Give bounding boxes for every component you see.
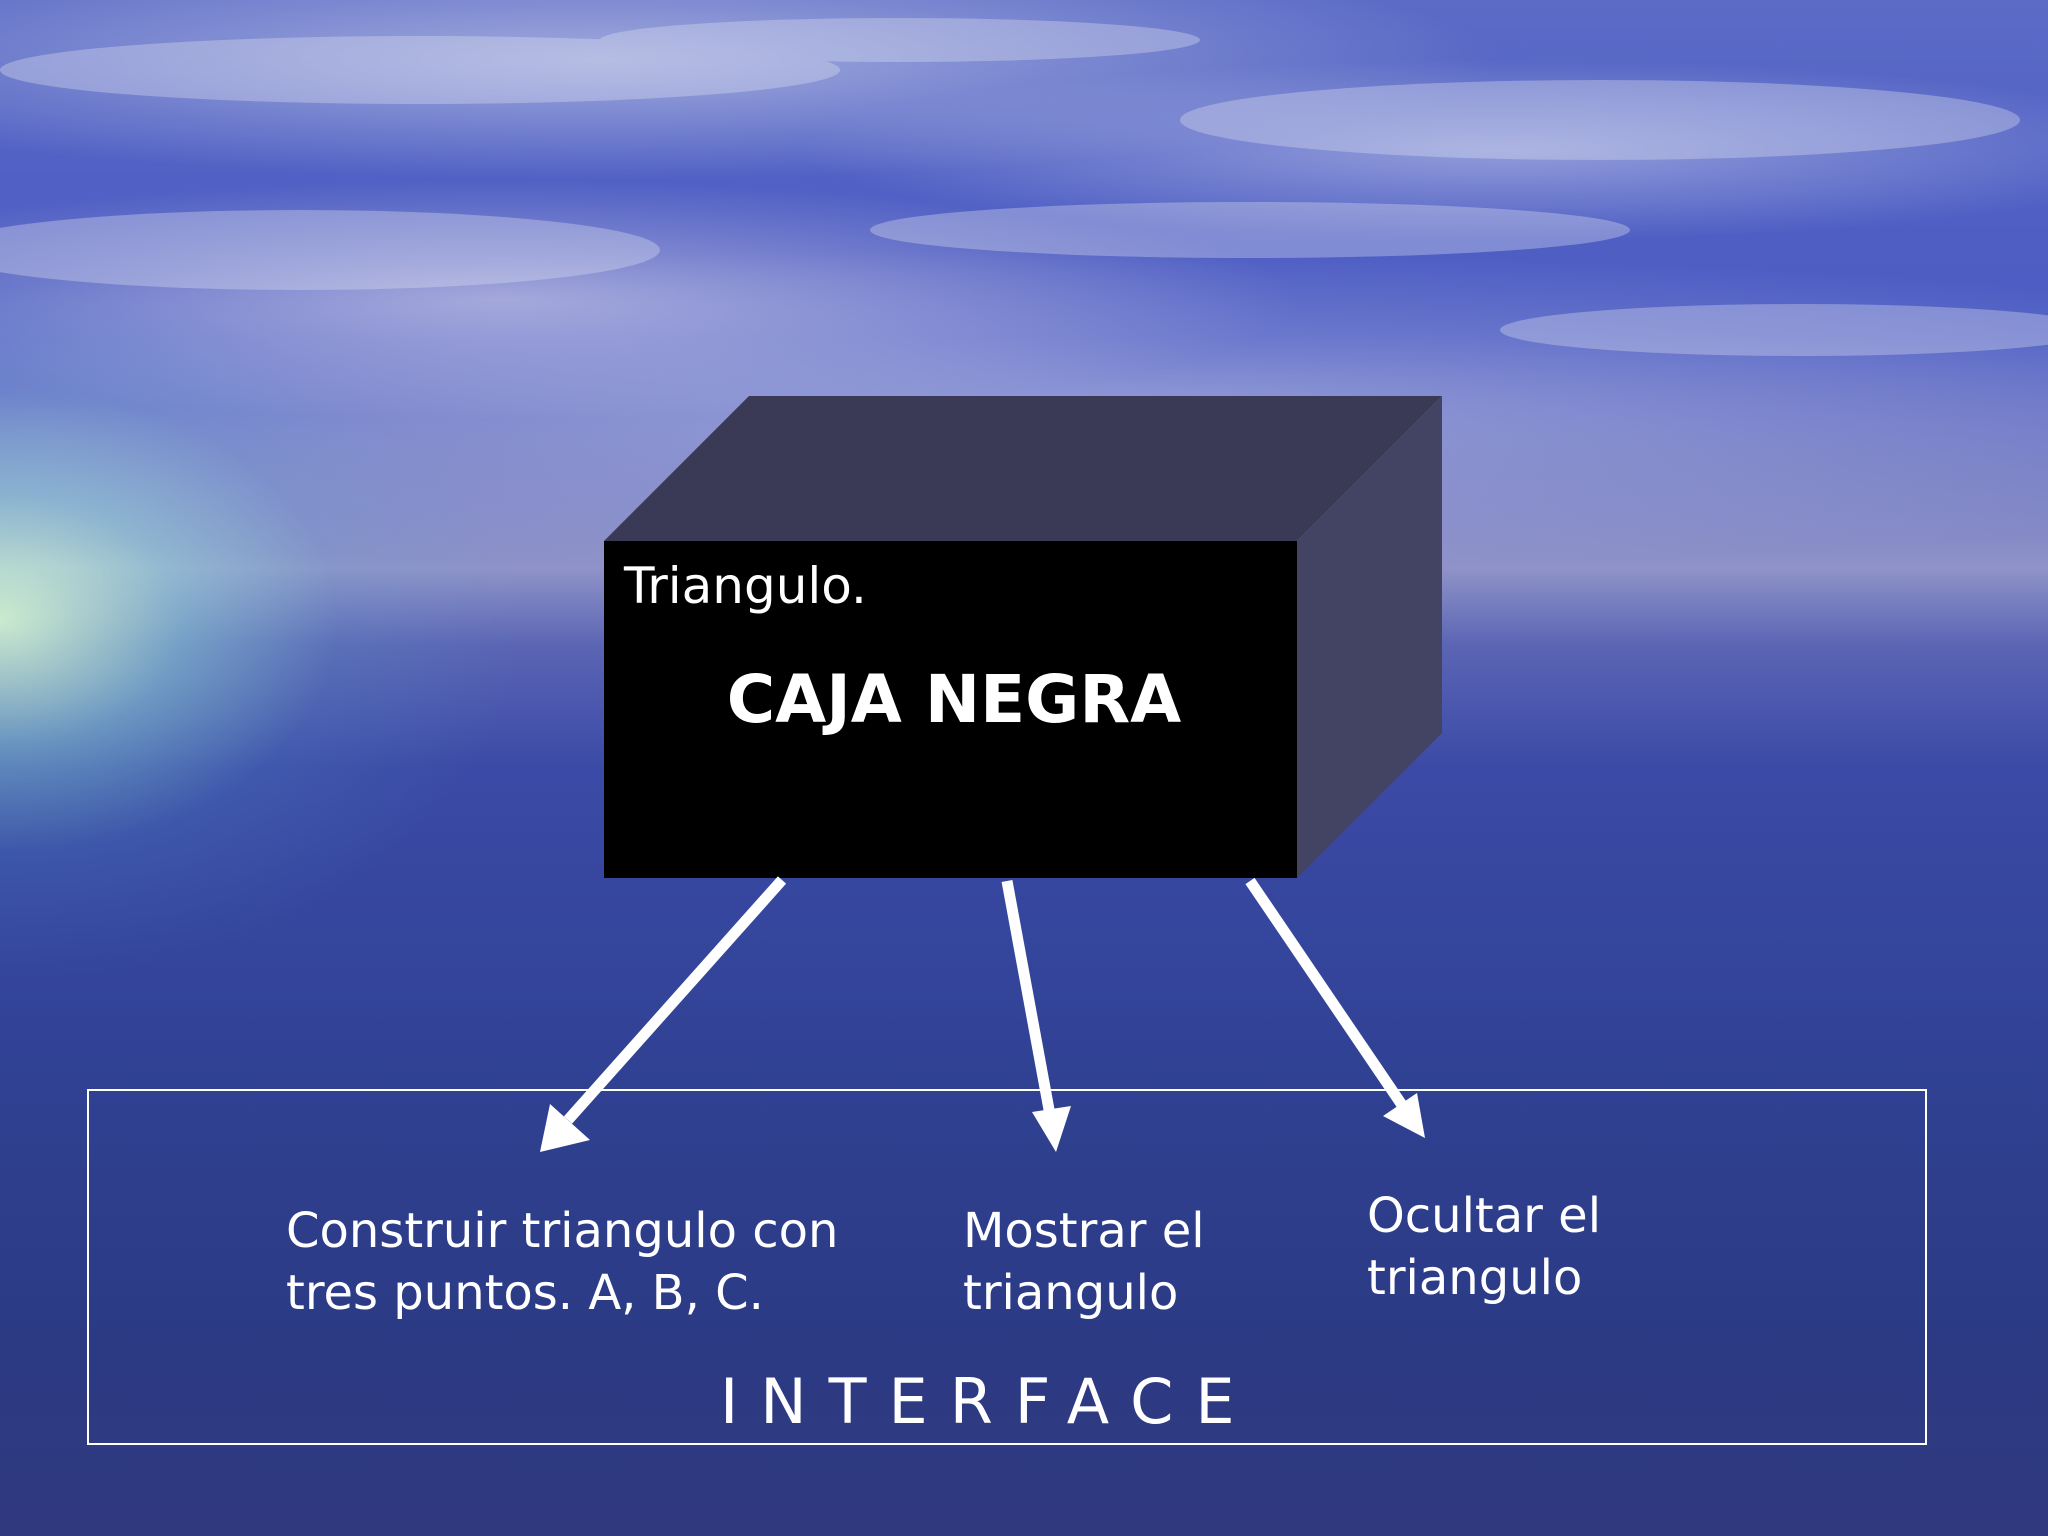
output-line: triangulo [1367, 1250, 1583, 1306]
output-line: Construir triangulo con [286, 1203, 839, 1259]
output-line: tres puntos. A, B, C. [286, 1265, 764, 1321]
arrow-to-hide [1245, 877, 1425, 1138]
box-caption: Triangulo. [624, 557, 867, 615]
output-line: Mostrar el [963, 1203, 1205, 1259]
interface-frame [87, 1089, 1927, 1445]
output-hide-triangle: Ocultar el triangulo [1367, 1185, 1601, 1309]
black-box-top-face [604, 396, 1442, 541]
arrow-to-construct [540, 876, 787, 1152]
interface-label: INTERFACE [720, 1365, 1257, 1438]
output-line: triangulo [963, 1265, 1179, 1321]
output-show-triangle: Mostrar el triangulo [963, 1200, 1205, 1324]
sky-clouds [0, 18, 2048, 356]
output-line: Ocultar el [1367, 1188, 1602, 1244]
black-box [604, 396, 1442, 878]
arrow-to-show [1001, 880, 1071, 1152]
black-box-front-face [604, 541, 1297, 878]
arrows [540, 876, 1425, 1152]
black-box-side-face [1297, 396, 1442, 878]
box-title: CAJA NEGRA [726, 661, 1182, 738]
output-construct-triangle: Construir triangulo con tres puntos. A, … [286, 1200, 838, 1324]
